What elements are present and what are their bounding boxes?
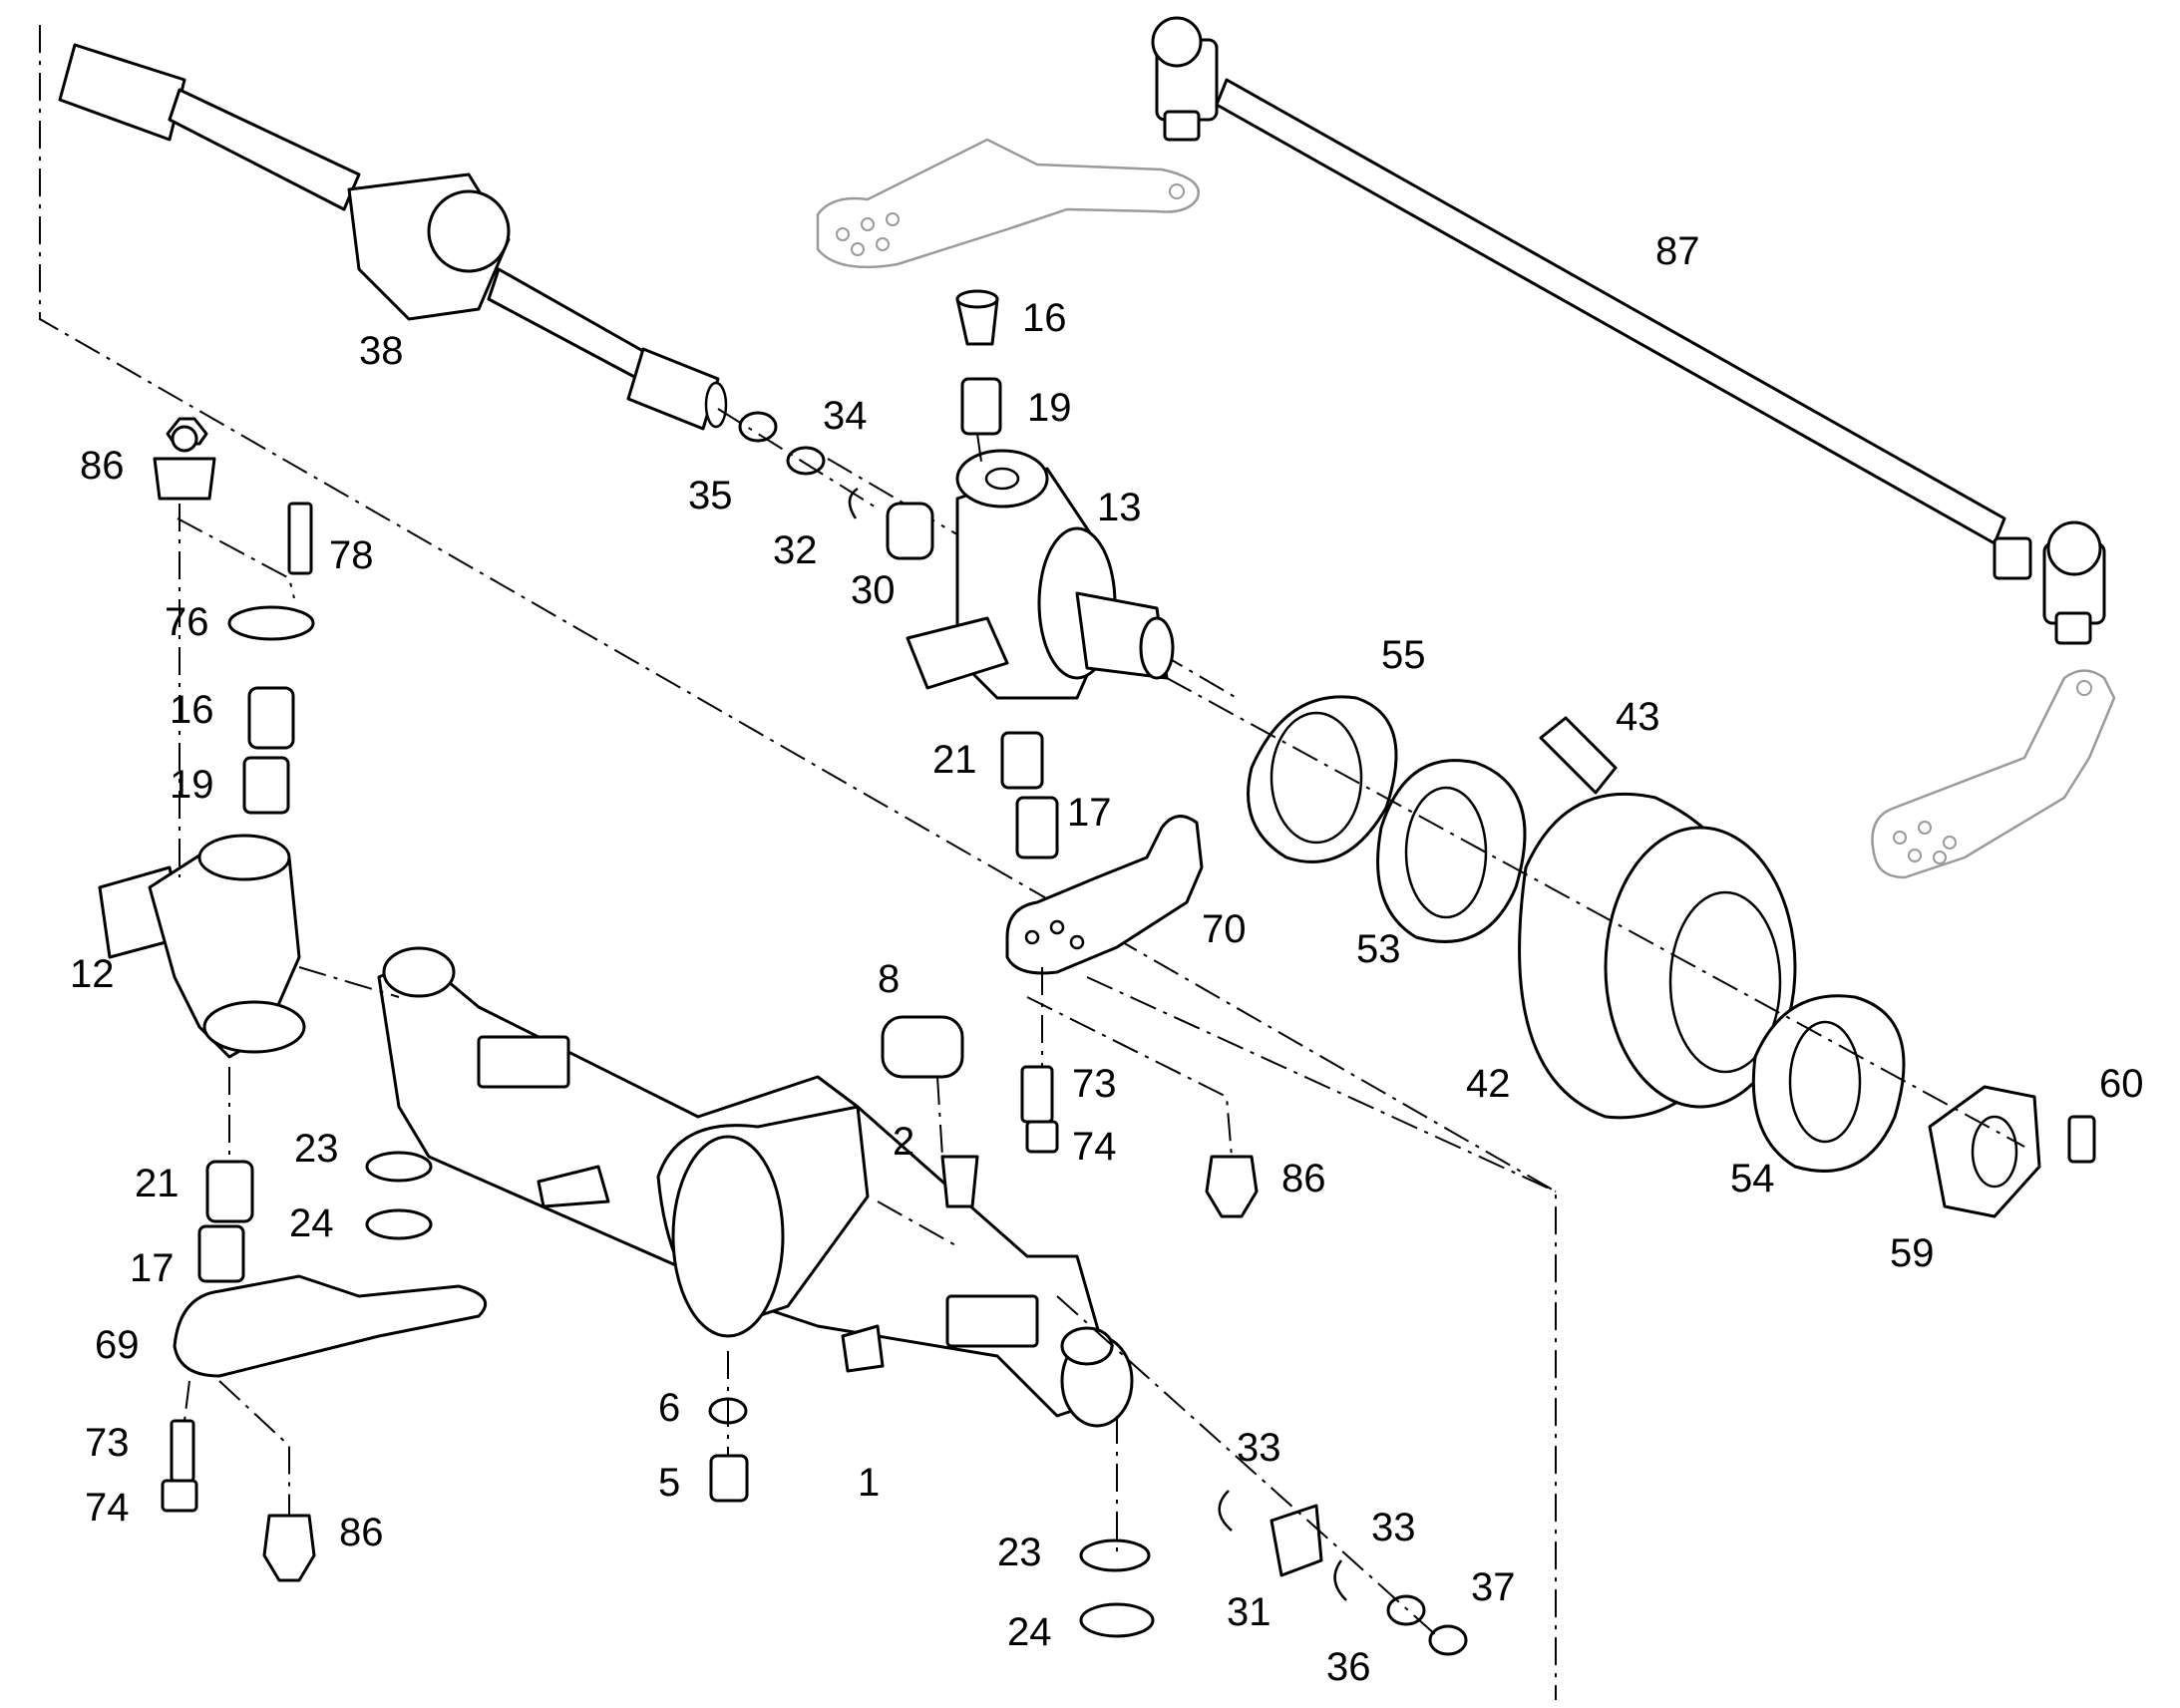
callout-73: 73 bbox=[1072, 1062, 1117, 1106]
callout-38: 38 bbox=[359, 329, 404, 373]
hub-assembly bbox=[1247, 695, 2096, 1218]
steering-arm-right bbox=[1005, 815, 1259, 1218]
callout-37: 37 bbox=[1471, 1565, 1516, 1609]
callout-17-left: 17 bbox=[130, 1246, 175, 1290]
callout-54: 54 bbox=[1730, 1157, 1775, 1200]
ghost-steering-arm-top bbox=[816, 138, 1200, 269]
callout-16-left: 16 bbox=[170, 688, 214, 732]
callout-23: 23 bbox=[294, 1127, 339, 1171]
callout-36: 36 bbox=[1326, 1645, 1371, 1689]
callout-86-left: 86 bbox=[339, 1511, 384, 1554]
callout-31: 31 bbox=[1227, 1590, 1272, 1634]
callout-70: 70 bbox=[1202, 907, 1247, 951]
callout-24-lower: 24 bbox=[1007, 1610, 1052, 1654]
callout-1: 1 bbox=[858, 1461, 880, 1505]
callout-53: 53 bbox=[1356, 927, 1401, 971]
callout-labels: 87 38 16 19 34 86 35 13 78 32 76 30 55 1… bbox=[70, 229, 2144, 1689]
callout-2: 2 bbox=[893, 1120, 914, 1164]
callout-86-right: 86 bbox=[1281, 1157, 1326, 1200]
steering-knuckle-left bbox=[98, 834, 306, 1059]
callout-12: 12 bbox=[70, 952, 115, 996]
callout-5: 5 bbox=[658, 1461, 680, 1505]
callout-33-lower: 33 bbox=[1371, 1506, 1416, 1549]
small-parts-upper bbox=[738, 289, 1059, 859]
callout-87: 87 bbox=[1655, 229, 1700, 273]
callout-76: 76 bbox=[165, 600, 209, 644]
callout-60: 60 bbox=[2099, 1062, 2144, 1106]
callout-74-left: 74 bbox=[85, 1486, 130, 1530]
steering-knuckle-right bbox=[906, 449, 1175, 700]
callout-86: 86 bbox=[80, 444, 125, 488]
callout-16: 16 bbox=[1022, 296, 1067, 340]
callout-33: 33 bbox=[1237, 1426, 1281, 1470]
callout-21-left: 21 bbox=[135, 1162, 180, 1205]
ghost-steering-arm-right bbox=[1871, 669, 2116, 879]
callout-23-lower: 23 bbox=[997, 1531, 1042, 1574]
callout-78: 78 bbox=[329, 533, 374, 577]
callout-13: 13 bbox=[1097, 486, 1142, 529]
callout-74: 74 bbox=[1072, 1125, 1117, 1169]
callout-43: 43 bbox=[1616, 695, 1660, 739]
callout-59: 59 bbox=[1890, 1231, 1935, 1275]
axle-housing bbox=[377, 946, 1134, 1428]
callout-30: 30 bbox=[851, 568, 896, 612]
callout-21: 21 bbox=[932, 738, 977, 782]
callout-35: 35 bbox=[688, 474, 733, 517]
tie-rod bbox=[1151, 16, 2106, 645]
callout-24: 24 bbox=[289, 1201, 334, 1245]
callout-69: 69 bbox=[95, 1323, 140, 1367]
callout-42: 42 bbox=[1466, 1062, 1511, 1106]
callout-8: 8 bbox=[878, 957, 900, 1001]
assembly-axis-lines bbox=[177, 408, 2025, 1636]
drive-shaft bbox=[58, 43, 728, 431]
callout-34: 34 bbox=[823, 394, 868, 438]
callout-17: 17 bbox=[1067, 791, 1112, 835]
callout-55: 55 bbox=[1381, 633, 1426, 677]
left-side-parts bbox=[153, 417, 315, 815]
callout-32: 32 bbox=[773, 528, 818, 572]
callout-6: 6 bbox=[658, 1386, 680, 1430]
callout-19-left: 19 bbox=[170, 763, 214, 807]
callout-73-left: 73 bbox=[85, 1421, 130, 1465]
callout-19: 19 bbox=[1027, 386, 1072, 430]
